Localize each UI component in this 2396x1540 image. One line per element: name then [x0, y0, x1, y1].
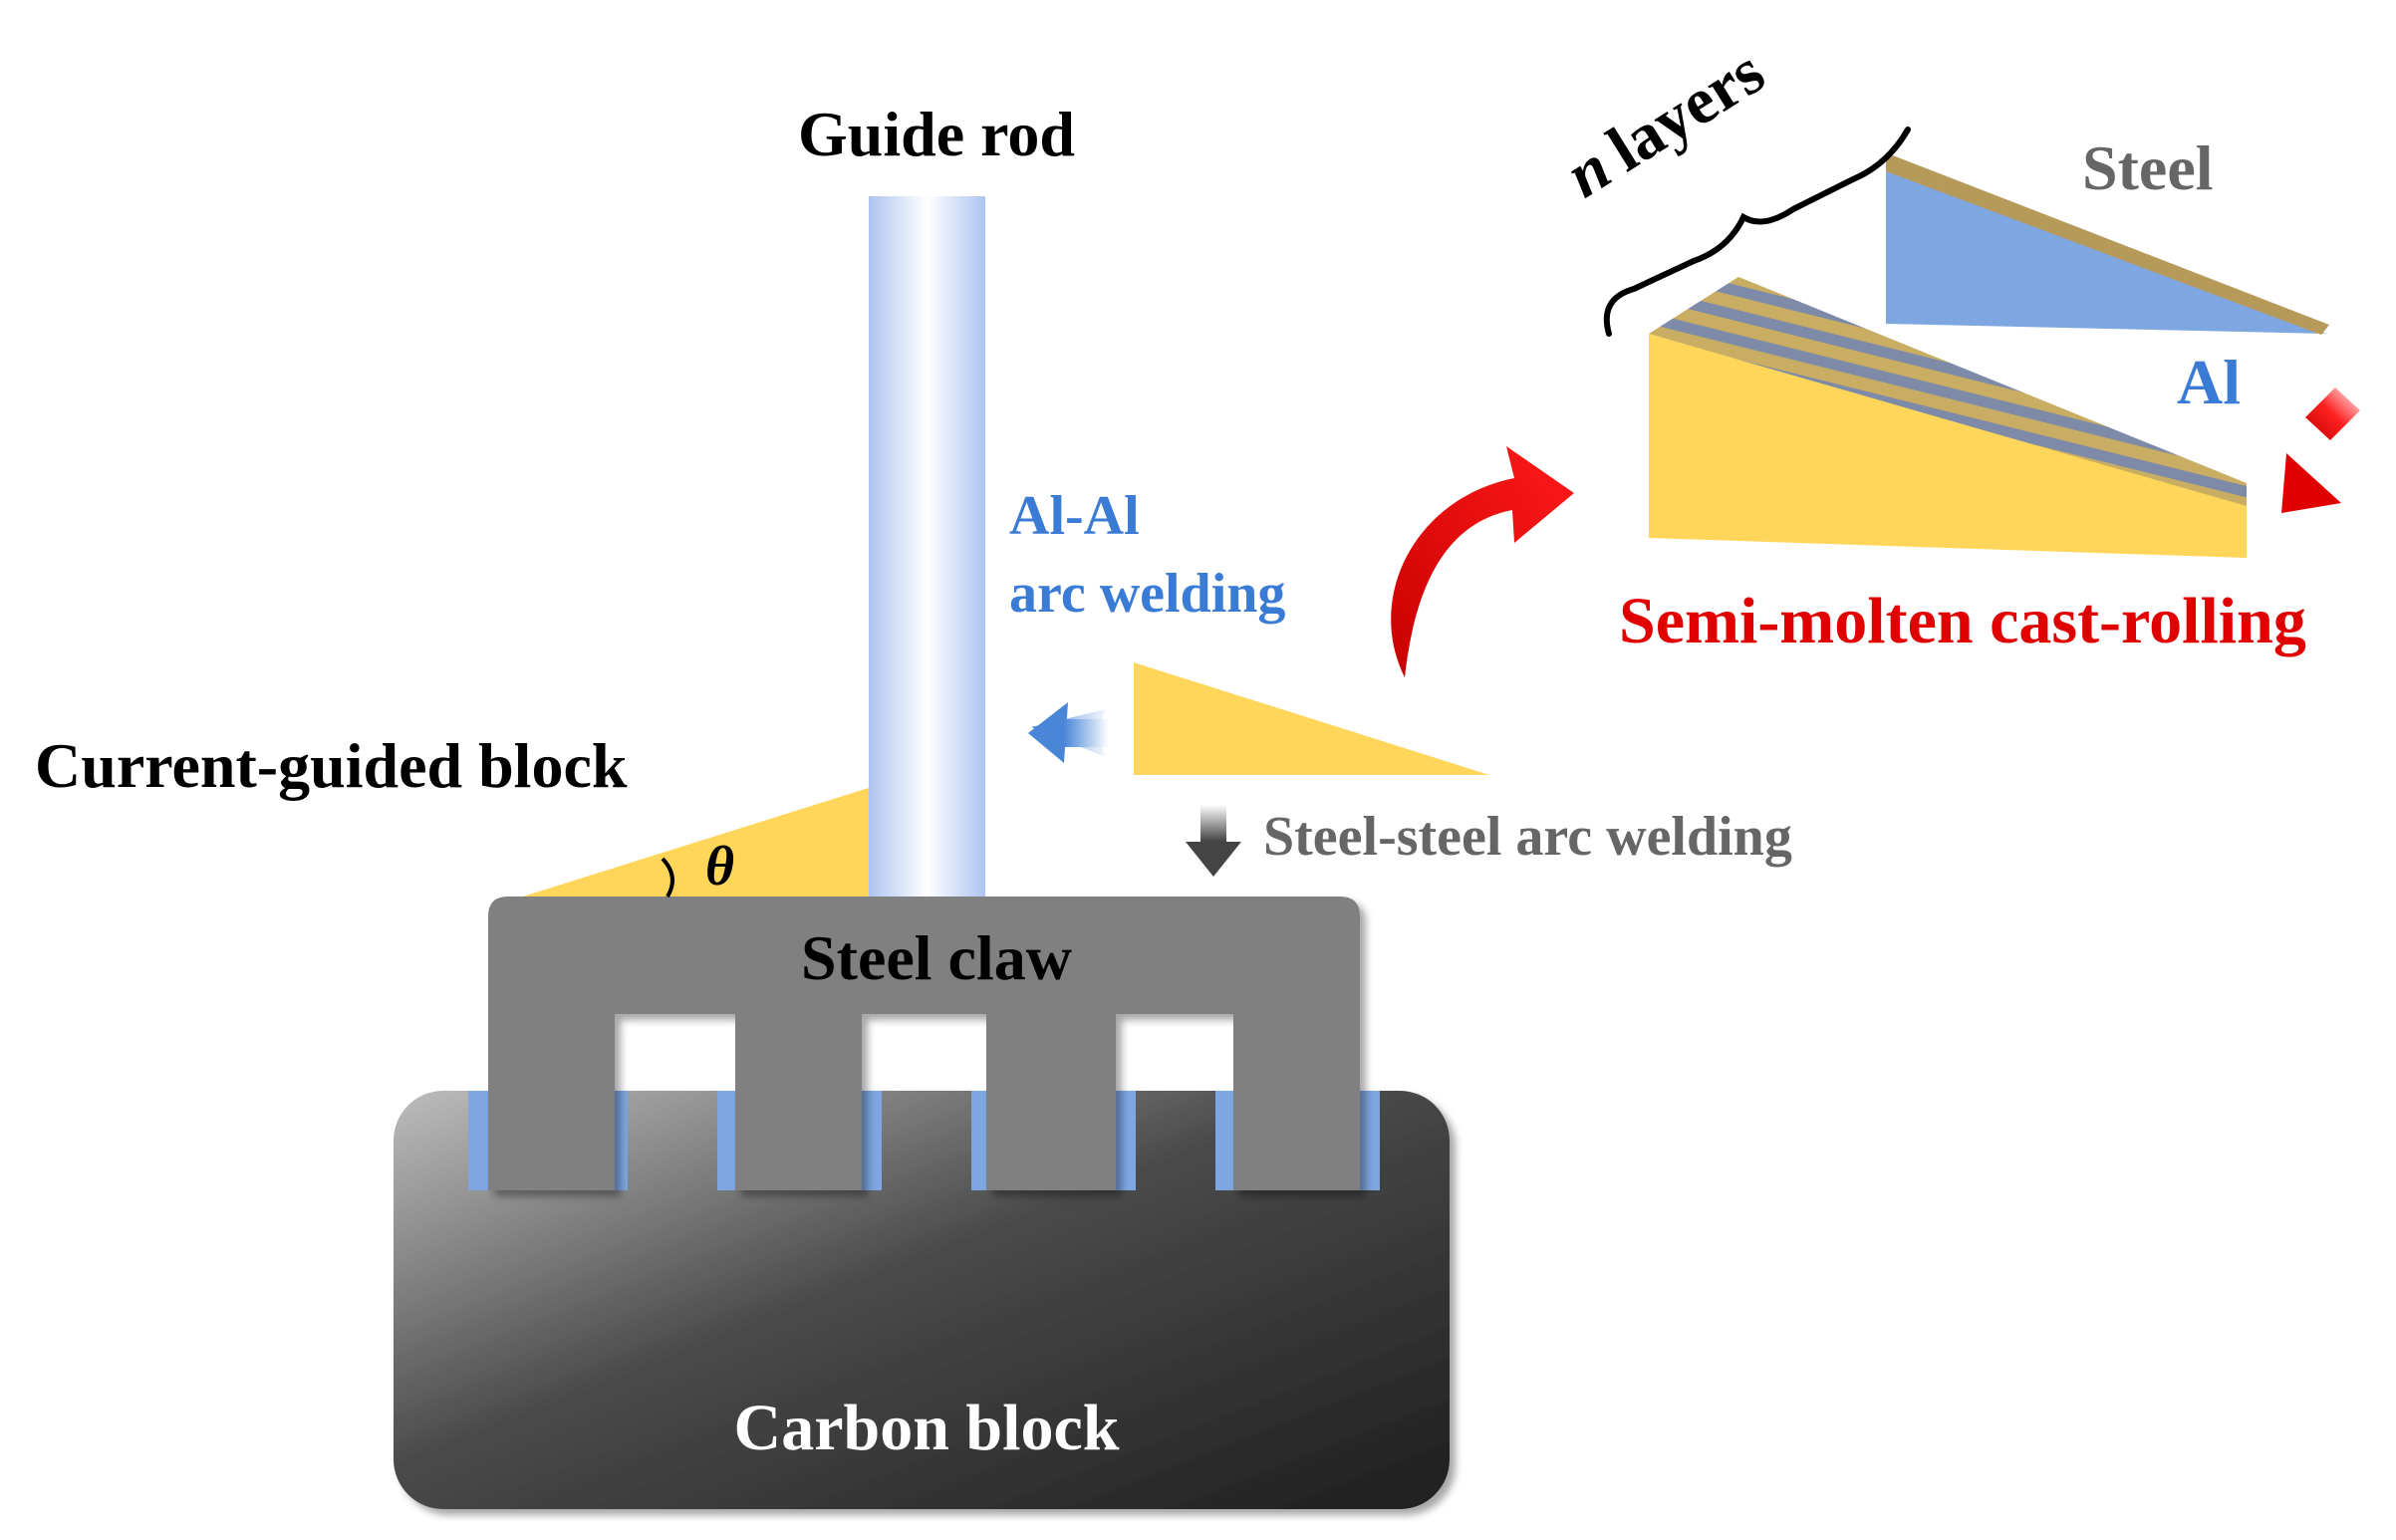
al-al-label-line2: arc welding [1009, 563, 1285, 625]
n-layers-label: n layers [1553, 35, 1776, 212]
guide-rod [869, 196, 985, 897]
layered-wedge-stripes [1649, 277, 2247, 506]
steel-steel-label: Steel-steel arc welding [1263, 806, 1792, 868]
guide-rod-label: Guide rod [798, 99, 1075, 169]
small-yellow-wedge [1134, 662, 1489, 775]
n-layers-brace [1603, 127, 1911, 337]
steel-claw-label: Steel claw [801, 922, 1072, 993]
blue-arrow-tail [1064, 719, 1109, 747]
al-steel-wedge-steel-layer [1886, 155, 2329, 335]
theta-symbol: θ [705, 836, 734, 898]
n-layers-word: layers [1596, 35, 1777, 185]
semi-molten-label: Semi-molten cast-rolling [1619, 585, 2306, 657]
red-curved-arrow [1391, 446, 1574, 677]
current-guided-block-label: Current-guided block [35, 730, 628, 801]
al-label: Al [2177, 347, 2241, 417]
carbon-block [394, 1091, 1450, 1509]
grey-arrow-tail [1200, 805, 1226, 845]
current-guided-block [523, 787, 872, 897]
blue-arrow-head [1028, 702, 1068, 763]
carbon-block-label: Carbon block [734, 1392, 1120, 1464]
theta-arc [661, 857, 674, 898]
red-diagonal-arrow-tail [2305, 387, 2360, 440]
steel-claw [488, 897, 1360, 1190]
grey-arrow-head [1186, 842, 1241, 877]
layered-wedge-yellow [1649, 334, 2247, 558]
al-al-label-line1: Al-Al [1009, 485, 1140, 547]
steel-label: Steel [2082, 132, 2214, 203]
red-diagonal-arrow-head [2281, 453, 2341, 513]
